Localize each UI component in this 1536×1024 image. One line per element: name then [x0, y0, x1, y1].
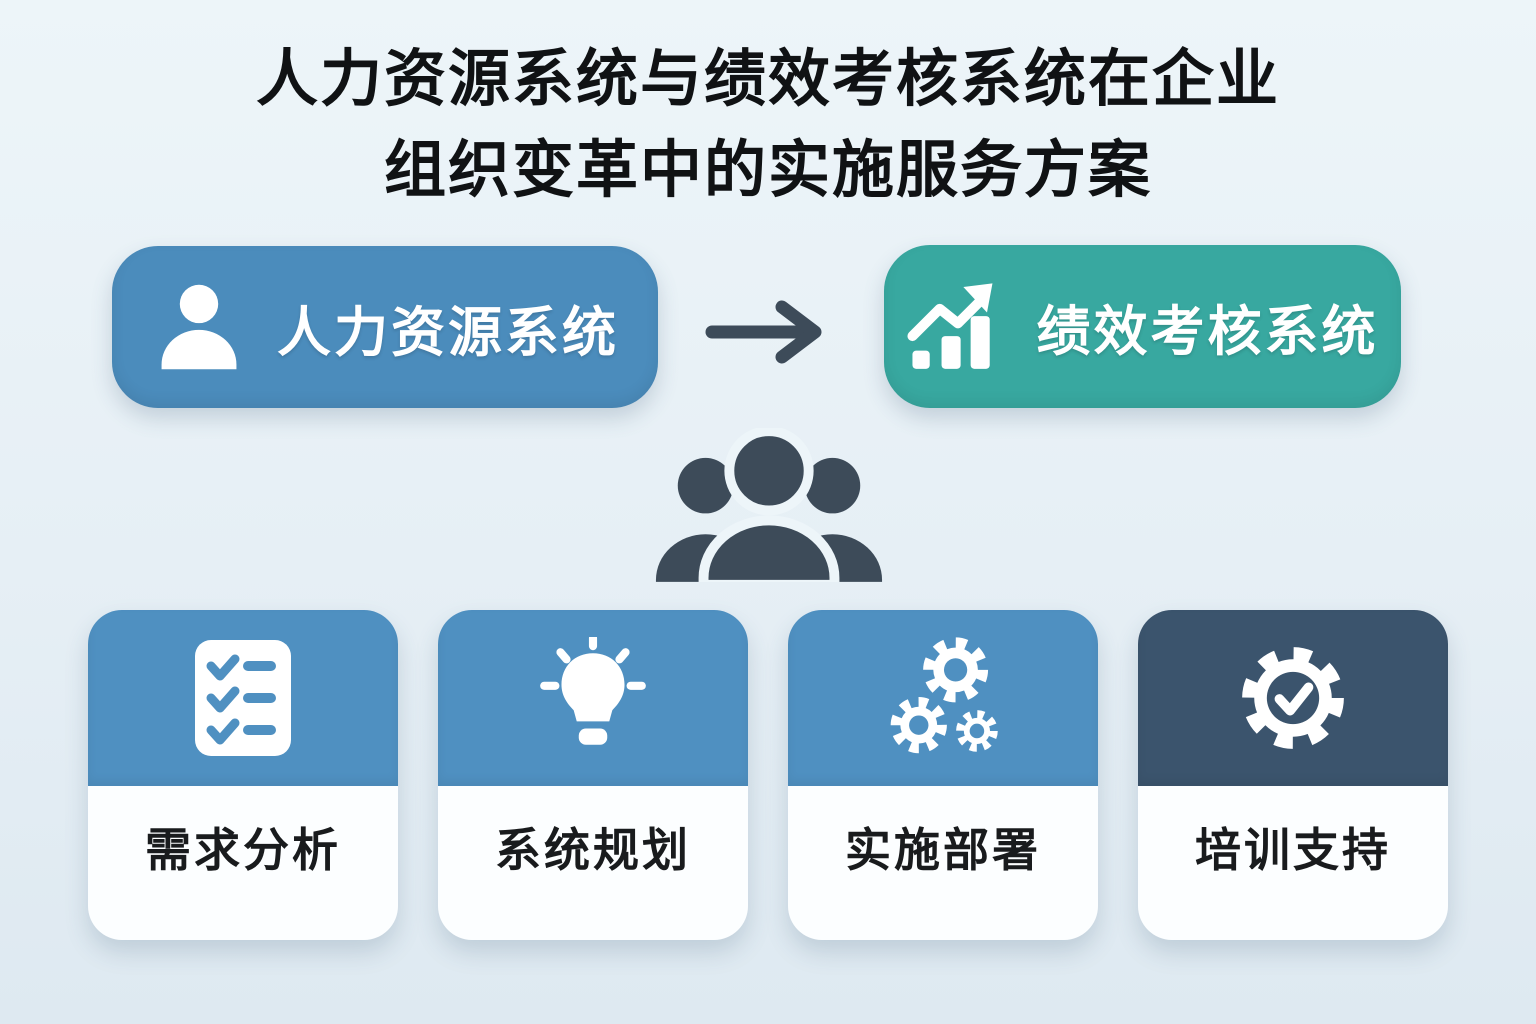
growth-chart-icon — [906, 282, 992, 369]
process-cards: 需求分析 系统规划 — [88, 610, 1448, 940]
card-label: 系统规划 — [495, 824, 691, 876]
gear-check-icon — [1242, 647, 1344, 749]
performance-system-label: 绩效考核系统 — [1036, 302, 1379, 362]
card-header — [788, 610, 1098, 786]
hr-system-box: 人力资源系统 — [112, 246, 658, 408]
card-label: 需求分析 — [145, 824, 341, 876]
hr-system-label: 人力资源系统 — [277, 302, 619, 363]
card-training-support: 培训支持 — [1138, 610, 1448, 940]
card-header — [438, 610, 748, 786]
lightbulb-icon — [540, 637, 646, 745]
page-title: 人力资源系统与绩效考核系统在企业 组织变革中的实施服务方案 — [0, 34, 1536, 216]
gears-icon — [890, 637, 998, 754]
card-header — [1138, 610, 1448, 786]
card-requirements-analysis: 需求分析 — [88, 610, 398, 940]
card-system-planning: 系统规划 — [438, 610, 748, 940]
arrow-right-icon — [705, 300, 822, 364]
title-line-1: 人力资源系统与绩效考核系统在企业 — [255, 45, 1280, 114]
team-icon — [655, 428, 883, 582]
card-label: 培训支持 — [1195, 824, 1391, 876]
card-header — [88, 610, 398, 786]
performance-system-box: 绩效考核系统 — [884, 245, 1401, 408]
checklist-icon — [195, 640, 291, 756]
person-icon — [161, 284, 237, 370]
title-line-2: 组织变革中的实施服务方案 — [383, 136, 1152, 206]
card-label: 实施部署 — [845, 824, 1041, 876]
card-implementation-deployment: 实施部署 — [788, 610, 1098, 940]
